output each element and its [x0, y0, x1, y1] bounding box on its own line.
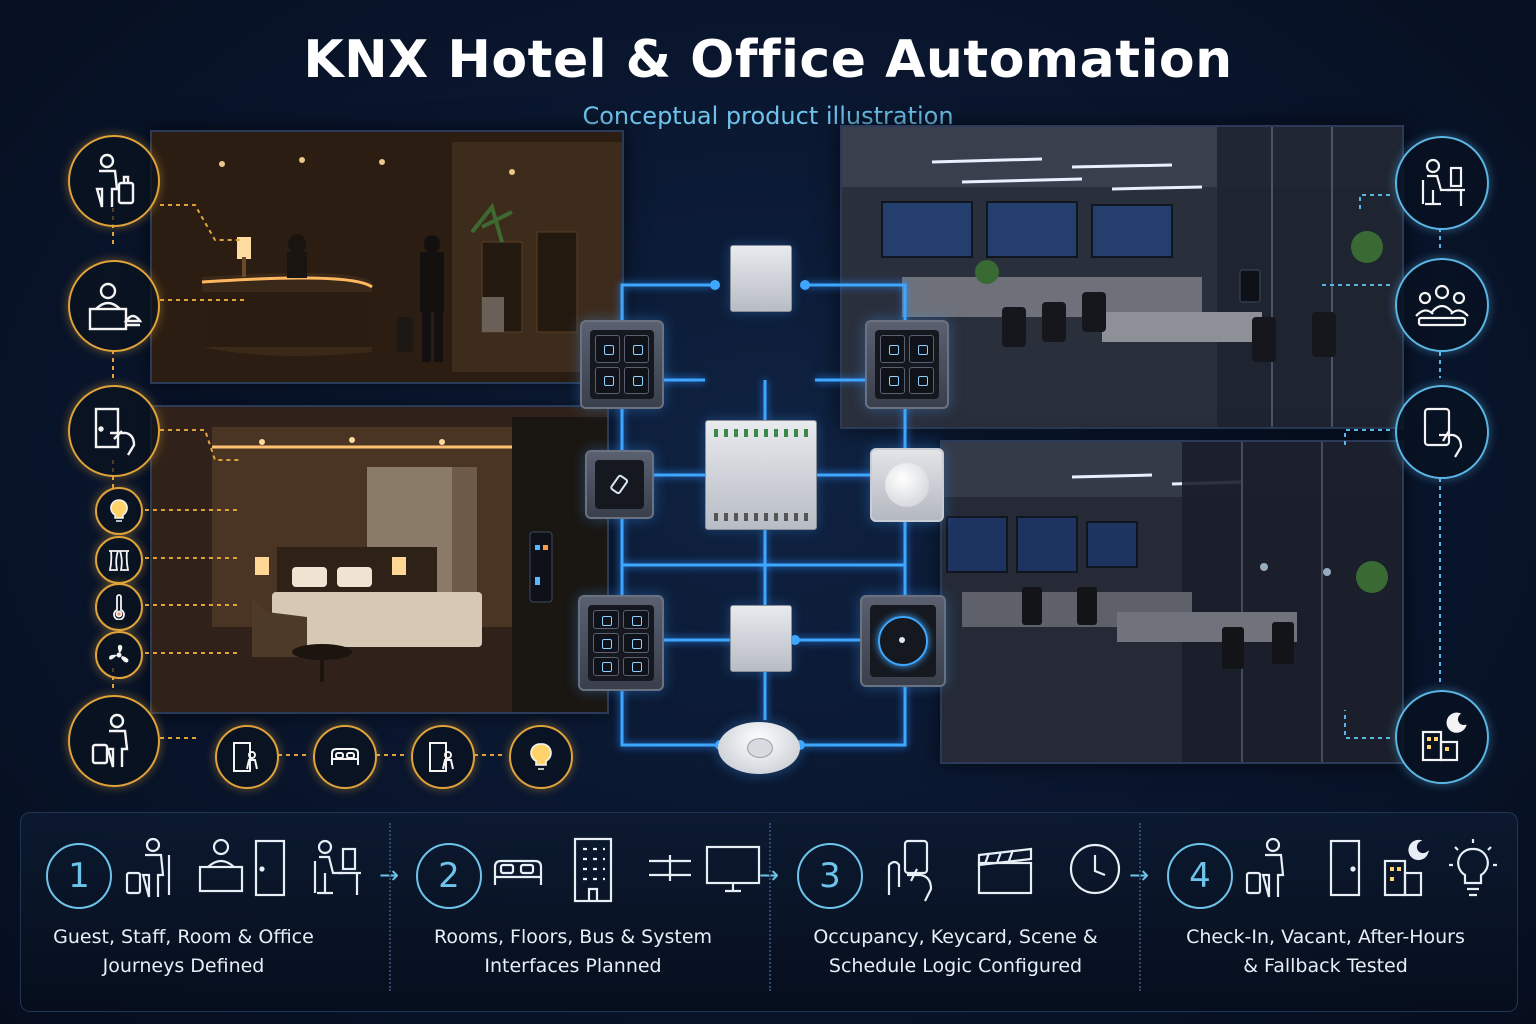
- step-3: 3 Occupancy, Keycard, Scene & Schedule L…: [773, 813, 1149, 1011]
- step-2-line-1: Rooms, Floors, Bus & System: [433, 926, 713, 948]
- keypad-button[interactable]: [593, 610, 619, 630]
- step-1-line-1: Guest, Staff, Room & Office: [53, 926, 314, 948]
- step-divider: [1139, 823, 1141, 991]
- step-3-line-1: Occupancy, Keycard, Scene &: [813, 926, 1098, 948]
- step-2-line-2: Interfaces Planned: [484, 955, 662, 977]
- hotel-lobby-illustration: [152, 132, 622, 382]
- hotel-bedroom-scene: [150, 405, 609, 714]
- office-worker-icon: [313, 839, 361, 895]
- vacant-door-icon: [1329, 839, 1361, 897]
- traveler-icon: [125, 837, 171, 898]
- light-bulb-icon: [509, 725, 573, 789]
- knx-actuator-module: [705, 420, 817, 530]
- desk-worker-icon: [1395, 136, 1489, 230]
- step-number-badge: 1: [46, 843, 112, 909]
- door-occupancy-icon: [215, 725, 279, 789]
- guest-with-luggage-icon: [68, 135, 160, 227]
- reception-desk-icon: [68, 260, 160, 352]
- office-after-hours-scene: [940, 440, 1404, 764]
- door-icon: [254, 839, 286, 897]
- keypad-panel-left-top[interactable]: [580, 320, 664, 409]
- step-4-line-1: Check-In, Vacant, After-Hours: [1186, 926, 1465, 948]
- monitor-icon: [705, 845, 761, 893]
- keypad-button[interactable]: [595, 335, 620, 363]
- keypad-button[interactable]: [595, 366, 620, 394]
- step-number-badge: 4: [1167, 843, 1233, 909]
- step-3-line-2: Schedule Logic Configured: [828, 955, 1083, 977]
- keypad-button[interactable]: [909, 335, 934, 363]
- meeting-group-icon: [1395, 258, 1489, 352]
- fallback-bulb-icon: [1449, 839, 1497, 897]
- pir-lens: [885, 463, 929, 507]
- keycard-door-icon: [68, 385, 160, 477]
- building-night-icon: [1395, 690, 1489, 784]
- after-hours-building-icon: [1383, 839, 1430, 897]
- building-icon: [573, 837, 613, 903]
- step-4-description: Check-In, Vacant, After-Hours & Fallback…: [1143, 923, 1508, 981]
- step-number-badge: 3: [797, 843, 863, 909]
- bed-icon: [313, 725, 377, 789]
- terminal-block-bottom: [714, 513, 808, 521]
- guest-leaving-icon: [68, 695, 160, 787]
- keypad-button[interactable]: [880, 366, 905, 394]
- keypad-panel-right-top[interactable]: [865, 320, 949, 409]
- scene-clapper-icon: [977, 847, 1033, 895]
- step-4: 4 Check-In, Vacant, After-Hours & Fallba…: [1143, 813, 1517, 1011]
- terminal-block-top: [714, 429, 808, 437]
- page-title: KNX Hotel & Office Automation: [303, 30, 1233, 90]
- thermostat-dial[interactable]: [878, 616, 928, 666]
- step-4-line-2: & Fallback Tested: [1243, 955, 1408, 977]
- rotary-thermostat[interactable]: [860, 595, 946, 687]
- presence-detector-wall: [870, 448, 944, 522]
- receptionist-icon: [198, 838, 244, 893]
- bus-line-icon: [649, 855, 691, 881]
- keypad-panel-left-bottom[interactable]: [578, 595, 664, 691]
- keypad-button[interactable]: [623, 633, 649, 653]
- step-number-badge: 2: [416, 843, 482, 909]
- open-office-illustration: [842, 127, 1402, 427]
- step-1-description: Guest, Staff, Room & Office Journeys Def…: [21, 923, 346, 981]
- bed-icon: [493, 859, 543, 885]
- keycard-icon: [609, 474, 628, 494]
- thermometer-icon: [95, 583, 143, 631]
- din-rail-power-supply: [730, 245, 792, 312]
- ceiling-presence-sensor: [718, 722, 800, 774]
- hotel-lobby-scene: [150, 130, 624, 384]
- keypad-button[interactable]: [623, 656, 649, 676]
- step-2: 2 Rooms, Floors, Bus & System Interfaces…: [393, 813, 779, 1011]
- clock-icon: [1069, 843, 1121, 895]
- keypad-button[interactable]: [624, 366, 649, 394]
- bottom-journey-connectors: [160, 737, 502, 756]
- step-divider: [389, 823, 391, 991]
- keypad-button[interactable]: [593, 656, 619, 676]
- light-bulb-icon: [95, 487, 143, 535]
- step-3-description: Occupancy, Keycard, Scene & Schedule Log…: [773, 923, 1138, 981]
- fan-icon: [95, 631, 143, 679]
- worker-journey-connectors: [1320, 194, 1441, 739]
- hotel-bedroom-illustration: [152, 407, 607, 712]
- din-rail-interface-module: [730, 605, 792, 672]
- step-divider: [769, 823, 771, 991]
- step-1: 1 Guest, Staff, Room & Office Journeys D…: [21, 813, 399, 1011]
- keypad-button[interactable]: [623, 610, 649, 630]
- touch-tablet-icon: [1395, 385, 1489, 479]
- step-2-description: Rooms, Floors, Bus & System Interfaces P…: [408, 923, 738, 981]
- keypad-button[interactable]: [624, 335, 649, 363]
- keycard-switch[interactable]: [585, 450, 654, 519]
- check-in-traveler-icon: [1245, 837, 1285, 898]
- keypad-button[interactable]: [880, 335, 905, 363]
- keypad-button[interactable]: [593, 633, 619, 653]
- step-1-line-2: Journeys Defined: [102, 955, 265, 977]
- process-steps-bar: 1 Guest, Staff, Room & Office Journeys D…: [20, 812, 1518, 1012]
- door-vacant-icon: [411, 725, 475, 789]
- office-after-hours-illustration: [942, 442, 1402, 762]
- keycard-hand-icon: [887, 839, 933, 902]
- keypad-button[interactable]: [909, 366, 934, 394]
